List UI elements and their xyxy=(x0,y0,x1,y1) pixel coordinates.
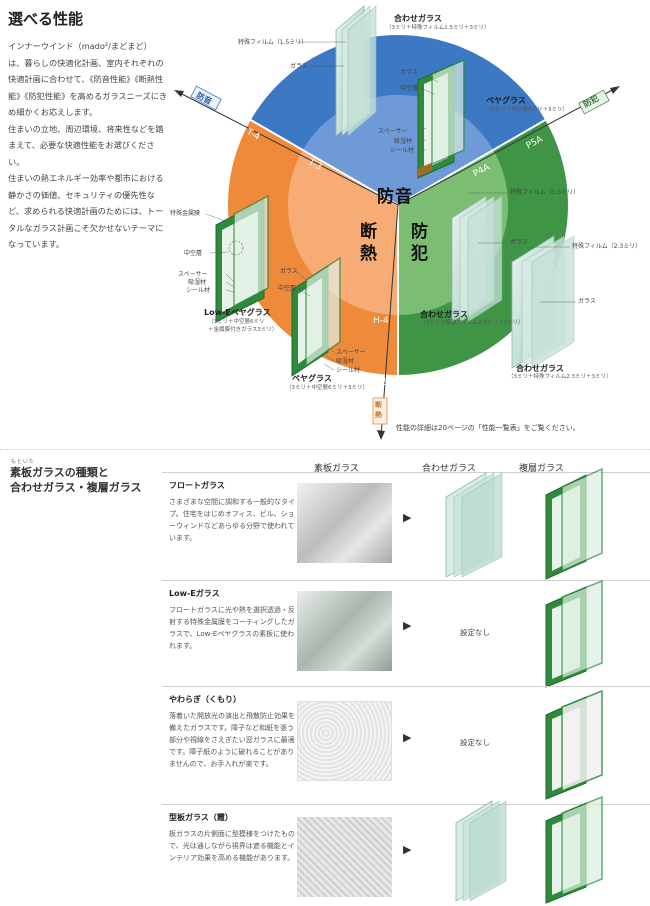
label-ins-pair-spec: （3ミリ＋中空層6ミリ＋3ミリ） xyxy=(286,385,368,391)
label-ins-pair-title: ペヤグラス xyxy=(292,374,332,383)
label-ins-pair-desiccant: 吸湿材 xyxy=(336,358,355,365)
label-ins-lowe-hollow: 中空層 xyxy=(184,250,203,257)
intro-text: インナーウインド（mado²/まどまど）は、暮らしの快適化計画、室内それぞれの快… xyxy=(8,38,168,253)
double-glazing-illustration xyxy=(545,467,603,580)
row-desc: 板ガラスの片側面に型模様をつけたもので、光は通しながら視界は遮る機能とインテリア… xyxy=(169,830,295,862)
row-name: Low-Eガラス xyxy=(169,589,220,598)
sector-label-insulation: 断 熱 xyxy=(360,221,380,265)
swatch-lowe xyxy=(297,591,392,671)
label-ins-pair-spacer: スペーサー xyxy=(336,349,366,356)
double-glazing-illustration xyxy=(545,795,603,904)
label-sound-pair-spec: （3ミリ＋中空層6ミリ＋3ミリ） xyxy=(486,107,568,113)
double-glazing-illustration xyxy=(545,579,603,688)
row-desc: 落着いた開放光の演出と飛散防止効果を備えたガラスです。障子など和紙を張う部分や視… xyxy=(169,712,295,768)
label-ins-pair-hollow: 中空層 xyxy=(278,285,297,292)
label-sound-pair-spacer: スペーサー xyxy=(378,128,408,135)
crime-lam1-illustration xyxy=(451,195,503,323)
laminated-illustration xyxy=(445,472,503,578)
grade-h4: H-4 xyxy=(373,316,389,326)
label-sound-laminated-spec: （3ミリ＋特殊フィルム1.5ミリ＋3ミリ） xyxy=(386,25,490,31)
row-desc: フロートガラスに光や熱を選択透過・反射する特殊金属膜をコーティングしたガラスで、… xyxy=(169,606,295,650)
arrow-icon: ▶ xyxy=(403,511,412,524)
axis-soundproof xyxy=(177,91,399,206)
label-crime-lam1-spec: （3ミリ＋特殊フィルム1.5ミリ＋3ミリ） xyxy=(420,320,524,326)
label-sound-pair-seal: シール材 xyxy=(390,147,415,154)
label-ins-lowe-seal: シール材 xyxy=(186,287,211,294)
label-ins-pair-seal: シール材 xyxy=(336,367,361,374)
label-crime-lam2-spec: （3ミリ＋特殊フィルム2.3ミリ＋3ミリ） xyxy=(508,374,612,380)
label-sound-pair-glass: ガラス xyxy=(400,69,418,76)
label-sound-pair-desiccant: 吸湿材 xyxy=(394,138,413,145)
section-title-line2: 合わせガラス・複層ガラス xyxy=(10,481,142,494)
swatch-yawaragi xyxy=(297,701,392,781)
sector-label-soundproof: 防音 xyxy=(377,187,413,207)
label-sound-pair-hollow: 中空層 xyxy=(400,85,419,92)
section-divider xyxy=(0,449,650,450)
grade-h5: H-5 xyxy=(373,378,389,388)
not-available-text: 設定なし xyxy=(460,738,490,747)
sector-label-crime-1: 防 xyxy=(411,222,428,242)
footnote: 性能の詳細は20ページの「性能一覧表」をご覧ください。 xyxy=(396,424,580,432)
label-ins-lowe-spacer: スペーサー xyxy=(178,271,208,278)
label-ins-pair-glass: ガラス xyxy=(280,268,298,275)
table-row: やわらぎ（くもり） 落着いた開放光の演出と飛散防止効果を備えたガラスです。障子な… xyxy=(162,686,650,804)
col-head-double: 複層ガラス xyxy=(519,464,564,474)
label-ins-lowe-title: Low-Eペヤグラス xyxy=(204,308,271,317)
sound-laminated-illustration xyxy=(335,5,377,137)
row-name: やわらぎ（くもり） xyxy=(169,695,241,704)
label-ins-lowe-desiccant: 吸湿材 xyxy=(188,279,207,286)
swatch-float xyxy=(297,483,392,563)
row-desc: さまざまな空間に調和する一般的なタイプ。住宅をはじめオフィス、ビル、ショーウィン… xyxy=(169,498,295,542)
sector-label-insulation-2: 熱 xyxy=(360,244,377,264)
double-glazing-illustration xyxy=(545,689,603,800)
laminated-illustration xyxy=(455,800,507,902)
label-sound-pair-title: ペヤグラス xyxy=(486,96,526,105)
intro-paragraph: 住まいの立地、周辺環境、将来性などを踏まえて、必要な快適性能をお選びください。 xyxy=(8,123,164,167)
ins-pair-illustration xyxy=(291,256,341,377)
intro-paragraph: インナーウインド（mado²/まどまど）は、暮らしの快適化計画、室内それぞれの快… xyxy=(8,41,168,117)
label-sound-film: 特殊フィルム（1.5ミリ） xyxy=(238,39,308,46)
swatch-figured xyxy=(297,817,392,897)
col-head-plain: 素板ガラス xyxy=(314,464,359,474)
ins-lowe-illustration xyxy=(215,194,269,323)
row-name: 型板ガラス（霞） xyxy=(169,813,233,822)
label-crime-glass-2: ガラス xyxy=(578,298,596,305)
intro-paragraph: 住まいの熱エネルギー効率や都市における静かさの価値、セキュリティの優先性など、求… xyxy=(8,173,164,249)
label-ins-lowe-metal: 特殊金属膜 xyxy=(170,210,201,217)
section-title-line1: 素板ガラスの種類と xyxy=(10,466,109,479)
label-ins-lowe-spec1: （3ミリ＋中空層6ミリ xyxy=(208,319,265,325)
label-crime-lam2-title: 合わせガラス xyxy=(516,364,564,373)
not-available-text: 設定なし xyxy=(460,628,490,637)
wheel-graphic xyxy=(174,5,620,440)
label-sound-laminated-title: 合わせガラス xyxy=(394,14,442,23)
arrow-icon: ▶ xyxy=(403,731,412,744)
section-title: 素板ガラスの種類と 合わせガラス・複層ガラス xyxy=(10,465,142,495)
arrow-icon: ▶ xyxy=(403,843,412,856)
label-ins-lowe-spec2: ＋金属膜付きガラス3ミリ） xyxy=(208,327,278,333)
section-title-ruby: もといた xyxy=(11,459,35,465)
label-crime-glass-1: ガラス xyxy=(510,239,528,246)
axis-tag-insulation: 断熱 xyxy=(375,401,382,419)
col-head-laminated: 合わせガラス xyxy=(422,464,476,474)
label-crime-film-15: 特殊フィルム（1.5ミリ） xyxy=(510,189,580,196)
table-row: 型板ガラス（霞） 板ガラスの片側面に型模様をつけたもので、光は通しながら視界は遮… xyxy=(162,795,650,906)
sound-pair-illustration xyxy=(417,58,465,179)
table-row: Low-Eガラス フロートガラスに光や熱を選択透過・反射する特殊金属膜をコーティ… xyxy=(162,579,650,688)
label-crime-lam1-title: 合わせガラス xyxy=(420,310,468,319)
row-name: フロートガラス xyxy=(169,481,225,490)
sector-label-crime: 防 犯 xyxy=(411,221,431,265)
page-title: 選べる性能 xyxy=(8,10,84,28)
sector-label-insulation-1: 断 xyxy=(360,222,377,242)
table-row: フロートガラス さまざまな空間に調和する一般的なタイプ。住宅をはじめオフィス、ビ… xyxy=(162,467,650,580)
label-crime-film-23: 特殊フィルム（2.3ミリ） xyxy=(572,243,642,250)
label-sound-glass: ガラス xyxy=(290,63,308,70)
sector-label-crime-2: 犯 xyxy=(411,244,428,264)
performance-wheel: 防音 断 熱 防 犯 防音 防犯 断熱 T-4 T-3 P5A P4A H-4 … xyxy=(168,0,650,440)
arrow-icon: ▶ xyxy=(403,619,412,632)
axis-crime xyxy=(397,87,617,206)
